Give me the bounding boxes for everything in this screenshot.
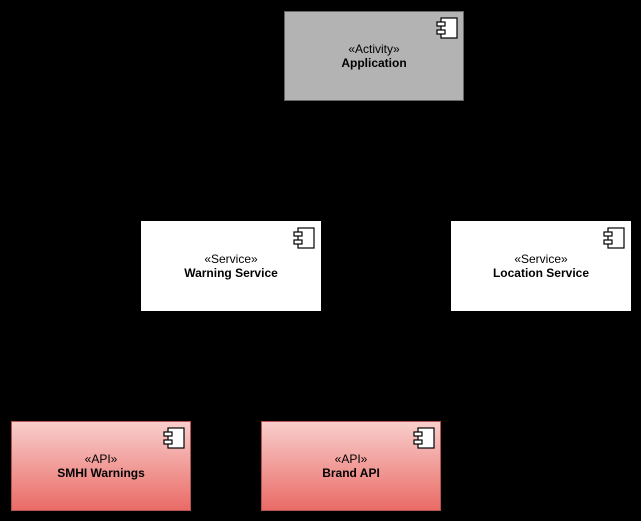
component-name: Application: [341, 55, 407, 70]
component-stereotype: «Service»: [204, 251, 258, 266]
application-component[interactable]: «Activity» Application: [284, 11, 464, 101]
warning-service-component[interactable]: «Service» Warning Service: [141, 221, 321, 311]
component-name: Brand API: [322, 465, 380, 480]
uml-component-icon: [436, 17, 458, 39]
component-name: Location Service: [492, 265, 590, 280]
uml-component-icon: [163, 427, 185, 449]
brand-api-component[interactable]: «API» Brand API: [261, 421, 441, 511]
smhi-warnings-component[interactable]: «API» SMHI Warnings: [11, 421, 191, 511]
uml-component-icon: [413, 427, 435, 449]
component-name: SMHI Warnings: [57, 465, 145, 480]
component-stereotype: «API»: [334, 451, 368, 466]
component-stereotype: «API»: [84, 451, 118, 466]
component-name: Warning Service: [184, 265, 278, 280]
uml-component-icon: [603, 227, 625, 249]
uml-component-icon: [293, 227, 315, 249]
component-stereotype: «Service»: [514, 251, 568, 266]
component-stereotype: «Activity»: [348, 41, 400, 56]
location-service-component[interactable]: «Service» Location Service: [451, 221, 631, 311]
